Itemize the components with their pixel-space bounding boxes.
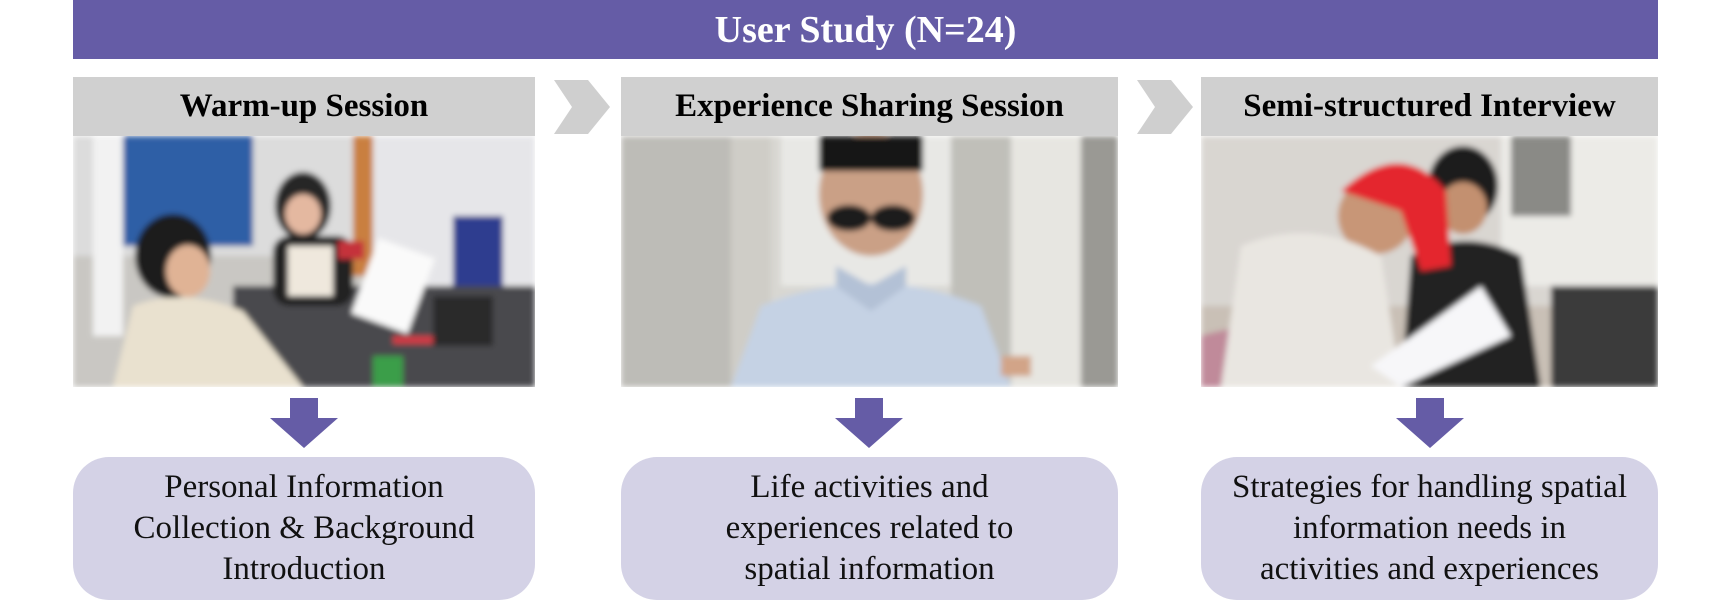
arrow-down-icon	[270, 398, 338, 448]
warm-up-photo	[73, 136, 535, 387]
outcome-line: experiences related to	[725, 510, 1014, 546]
stage-experience-sharing-panel: Experience Sharing Session	[621, 77, 1118, 387]
chevron-right-icon	[1137, 80, 1193, 134]
outcome-line: Strategies for handling spatial	[1232, 469, 1627, 505]
outcome-line: spatial information	[744, 551, 995, 587]
interview-photo	[1201, 136, 1658, 387]
outcome-line: activities and experiences	[1259, 551, 1599, 587]
arrow-down-icon	[835, 398, 903, 448]
stage-warm-up-panel: Warm-up Session	[73, 77, 535, 387]
warm-up-outcome-box: Personal Information Collection & Backgr…	[73, 457, 535, 600]
stage-experience-sharing-header: Experience Sharing Session	[621, 77, 1118, 136]
experience-sharing-photo	[621, 136, 1118, 387]
outcome-line: Life activities and	[750, 469, 989, 505]
outcome-line: Collection & Background	[133, 510, 475, 546]
outcome-line: information needs in	[1292, 510, 1567, 546]
outcome-line: Introduction	[222, 551, 386, 587]
outcome-line: Personal Information	[164, 469, 444, 505]
study-title: User Study (N=24)	[714, 8, 1017, 51]
experience-sharing-outcome-box: Life activities and experiences related …	[621, 457, 1118, 600]
stage-interview-header: Semi-structured Interview	[1201, 77, 1658, 136]
stage-interview-panel: Semi-structured Interview	[1201, 77, 1658, 387]
stage-warm-up-header: Warm-up Session	[73, 77, 535, 136]
arrow-down-icon	[1396, 398, 1464, 448]
study-title-banner: User Study (N=24)	[73, 0, 1658, 59]
chevron-right-icon	[554, 80, 610, 134]
interview-outcome-box: Strategies for handling spatial informat…	[1201, 457, 1658, 600]
